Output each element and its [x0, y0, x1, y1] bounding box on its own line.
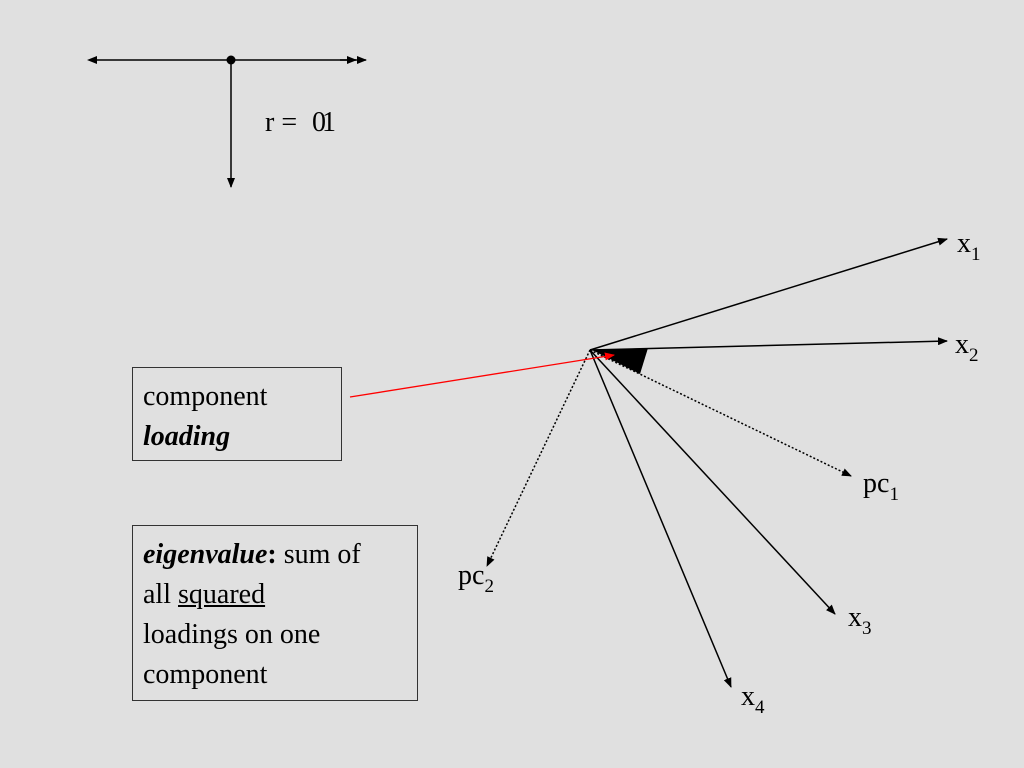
label-x4: x4 [741, 681, 765, 718]
legend-formula-lhs: r = [265, 107, 297, 138]
eigen-term: eigenvalue [143, 539, 268, 570]
label-pc2: pc2 [458, 560, 494, 597]
eigen-colon: : [267, 539, 277, 570]
vector-x4 [589, 349, 732, 688]
vector-labels: x1 x2 pc1 pc2 x3 x4 [458, 228, 981, 718]
eigen-text1: sum of [276, 539, 361, 570]
loading-box-line2: loading [143, 421, 231, 452]
vector-x1 [589, 237, 948, 351]
eigen-line2: all squared [143, 575, 407, 615]
eigen-text2a: all [143, 579, 178, 610]
label-x3: x3 [848, 602, 872, 639]
vector-fan [349, 237, 948, 688]
loading-box-line1: component [143, 381, 268, 412]
loading-pointer [349, 352, 615, 398]
vector-x3 [589, 349, 836, 615]
eigen-line4: component [143, 659, 268, 690]
label-pc1: pc1 [863, 468, 899, 505]
eigen-squared: squared [178, 579, 266, 610]
legend-formula-value-1: 1 [322, 107, 336, 138]
label-x2: x2 [955, 329, 979, 366]
vector-pc2 [486, 349, 591, 567]
vector-x2 [589, 337, 948, 351]
vector-pc1 [589, 349, 852, 477]
eigen-line1: eigenvalue: sum of [143, 535, 407, 575]
label-x1: x1 [957, 228, 981, 265]
component-loading-box: component loading [132, 367, 342, 461]
legend-origin-dot [226, 55, 236, 65]
legend-formula-value-0: 0 [312, 107, 326, 138]
eigen-line3: loadings on one [143, 619, 321, 650]
eigenvalue-box: eigenvalue: sum of all squared loadings … [132, 525, 418, 701]
legend-axes: r = 0 1 [87, 55, 367, 188]
